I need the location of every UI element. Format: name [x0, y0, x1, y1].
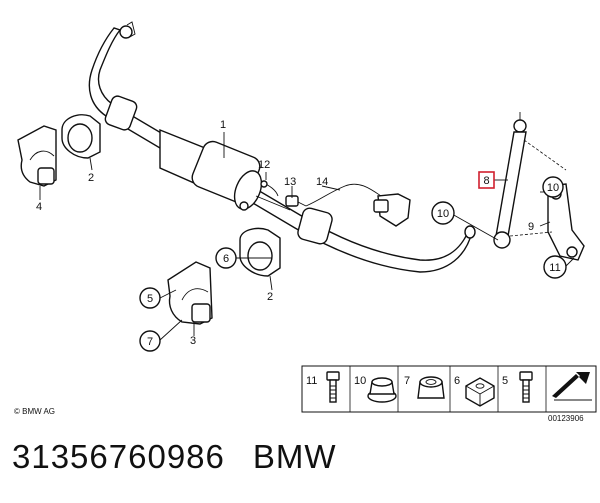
bolt-icon	[519, 371, 533, 403]
stabilizer-motor	[159, 128, 291, 211]
copyright: © BMW AG	[14, 407, 55, 416]
brand-name: BMW	[252, 438, 337, 475]
callout-12: 12	[258, 159, 270, 171]
hex-nut-icon	[417, 376, 445, 399]
callout-1: 1	[220, 119, 226, 131]
callout-8-highlight-box	[478, 171, 495, 189]
square-nut-icon	[465, 377, 495, 407]
hardware-panel: 11 10 7 6 5	[301, 365, 597, 423]
callout-8: 8	[483, 175, 489, 187]
flange-nut-icon	[367, 377, 397, 403]
rubber-mount-upper	[61, 114, 101, 159]
callout-5: 5	[147, 293, 153, 305]
hardware-label-7: 7	[404, 375, 410, 387]
clamp-upper	[17, 125, 57, 187]
callout-7: 7	[147, 336, 153, 348]
bar-bushing-right	[297, 207, 333, 245]
hardware-label-6: 6	[454, 375, 460, 387]
hardware-label-10: 10	[354, 375, 366, 387]
callout-3: 3	[190, 335, 196, 347]
callout-10: 10	[437, 208, 449, 220]
callout-2-upper: 2	[88, 172, 94, 184]
callout-10-circle	[431, 201, 455, 225]
callout-13: 13	[284, 176, 296, 188]
callout-2-lower: 2	[267, 291, 273, 303]
callout-11-circle	[543, 255, 567, 279]
leader-lines	[39, 132, 575, 341]
callout-10b-circle	[542, 176, 564, 198]
callout-7-circle	[139, 330, 161, 352]
bolt-icon	[326, 371, 340, 403]
footer: 31356760986 BMW	[12, 438, 365, 476]
bracket-13	[285, 195, 307, 207]
callout-11: 11	[549, 262, 560, 274]
callout-10b: 10	[547, 182, 559, 194]
hardware-label-11: 11	[306, 375, 317, 387]
callout-5-circle	[139, 287, 161, 309]
bar-bushing-left	[104, 95, 138, 131]
stabilizer-link	[493, 112, 527, 249]
bracket-12	[260, 180, 279, 197]
parts-diagram: 1 2 4 12 13 14 2 3 9 6 5 7 10 10 11 8 11	[14, 21, 597, 423]
part-number: 31356760986	[12, 438, 225, 475]
stabilizer-bar	[88, 21, 476, 273]
callout-6-circle	[215, 247, 237, 269]
sensor-14	[305, 183, 411, 227]
rubber-mount-lower	[239, 227, 281, 277]
arrow-logo-icon	[552, 372, 592, 401]
callout-14: 14	[316, 176, 328, 188]
hardware-label-5: 5	[502, 375, 508, 387]
clamp-lower	[167, 261, 213, 325]
callout-6: 6	[223, 253, 229, 265]
callouts: 1 2 4 12 13 14 2 3 9 6 5 7 10 10 11 8	[36, 119, 567, 352]
callout-4: 4	[36, 201, 42, 213]
drawing-number: 00123906	[548, 414, 584, 423]
callout-9: 9	[528, 221, 534, 233]
